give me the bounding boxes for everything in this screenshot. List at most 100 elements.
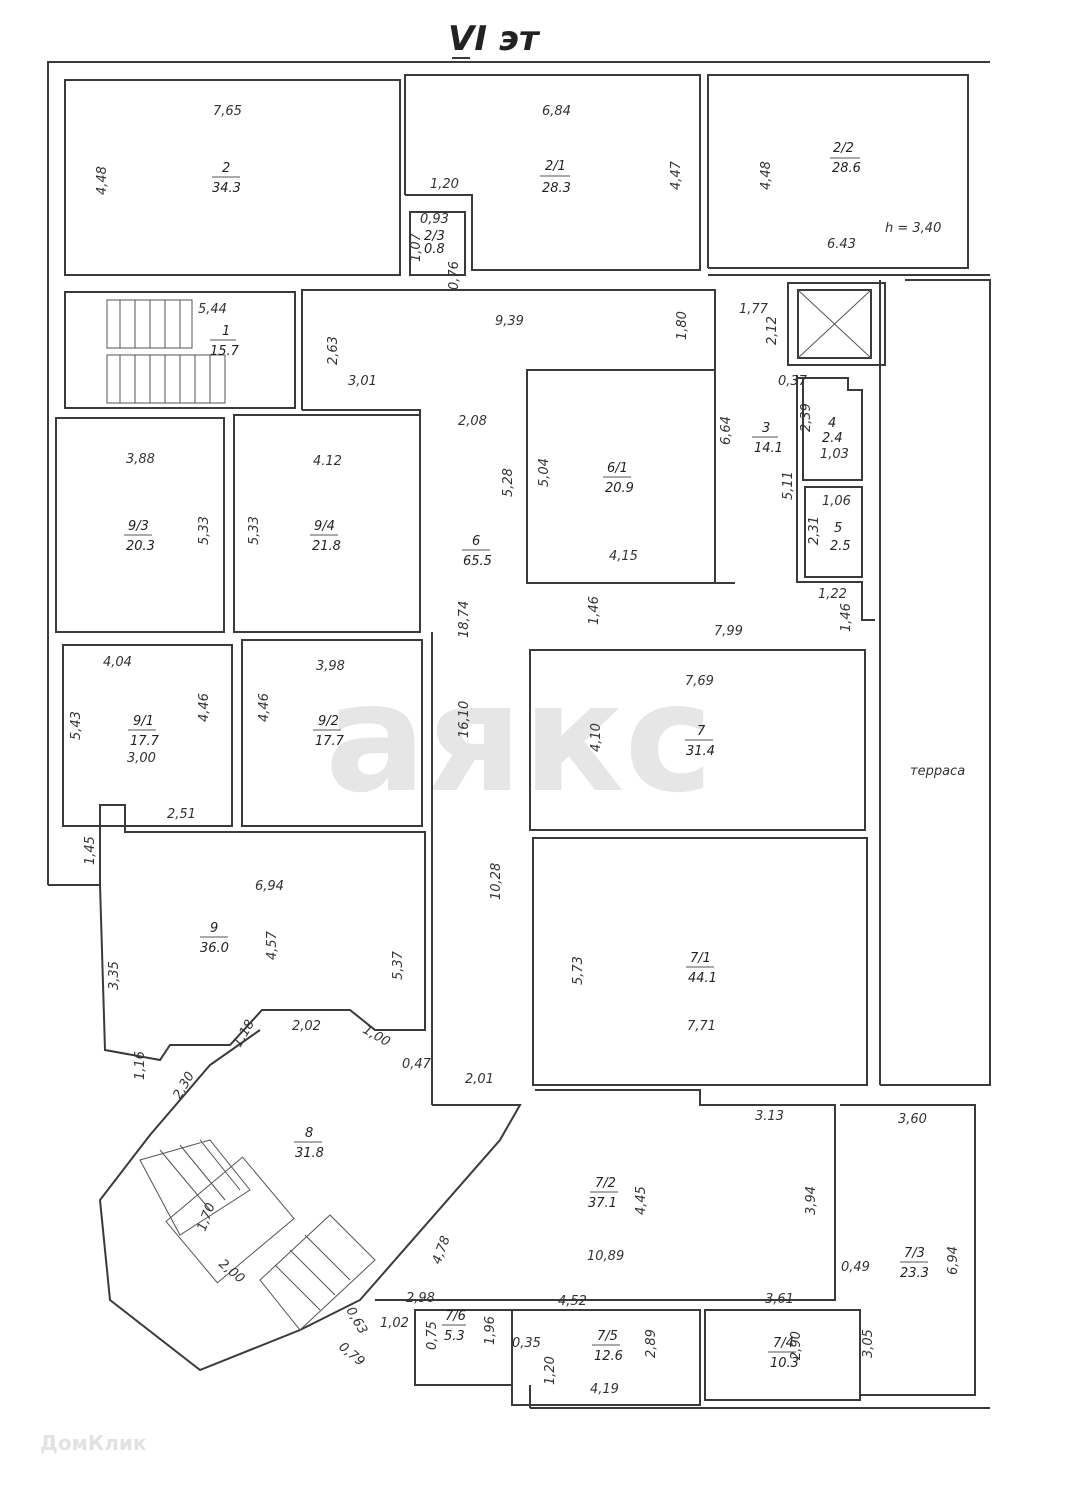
- room-number: 9/1: [133, 714, 154, 729]
- room-number: 7/2: [595, 1176, 616, 1191]
- room-9-4: 9/4 21.8: [310, 519, 341, 554]
- dimension-label: 1,96: [483, 1316, 498, 1345]
- room-area: 2.5: [830, 539, 851, 554]
- dimension-label: 18,74: [457, 601, 472, 638]
- room-6: 665.5: [462, 534, 492, 569]
- dimension-label: 0,49: [841, 1260, 870, 1275]
- dimension-label: 4,04: [103, 655, 132, 670]
- dimension-label: 6,94: [946, 1246, 961, 1275]
- room-3: 314.1: [752, 421, 783, 456]
- dimension-label: 0,76: [447, 261, 462, 290]
- dimension-label: 7,99: [714, 624, 743, 639]
- room-2-2: 2/228.6: [830, 141, 861, 176]
- stairs: [106, 299, 376, 1331]
- room-number: 7/3: [904, 1246, 925, 1261]
- dimension-label: 10,89: [587, 1249, 624, 1264]
- dimension-label: 5,73: [571, 956, 586, 985]
- room-area: 17.7: [130, 734, 160, 749]
- dimension-label: 5,43: [69, 711, 84, 740]
- watermark: аякс: [325, 652, 713, 826]
- dimension-label: 1,46: [587, 596, 602, 625]
- dimension-label: 7,69: [685, 674, 714, 689]
- room-area: 28.3: [542, 181, 571, 196]
- dimension-label: 4,57: [265, 930, 280, 960]
- room-number: 7/4: [773, 1336, 794, 1351]
- dimension-label: 4,45: [634, 1186, 649, 1215]
- dimension-label: 0,79: [335, 1340, 367, 1370]
- dimension-label: 2,12: [765, 316, 780, 345]
- dimension-label: 2,98: [406, 1291, 435, 1306]
- dimension-label: 2,89: [644, 1329, 659, 1358]
- dimension-label: 1,16: [133, 1051, 148, 1080]
- room-7-6: 7/65.3: [442, 1309, 466, 1344]
- dimension-label: 4,48: [95, 166, 110, 195]
- dimension-label: 7,71: [687, 1019, 716, 1034]
- room-7-1: 7/144.1: [686, 951, 717, 986]
- dimension-label: 4,78: [430, 1234, 454, 1266]
- dimension-labels: 7,65 4,48 6,84 4,47 1,20 4,48 6.43 0,93 …: [69, 104, 961, 1397]
- dimension-label: 5,33: [197, 516, 212, 545]
- room-number: 2/3: [424, 229, 445, 244]
- room-number: 2/2: [833, 141, 854, 156]
- dimension-label: 3.13: [755, 1109, 784, 1124]
- dimension-label: 4,52: [558, 1294, 587, 1309]
- dimension-label: 1,00: [360, 1022, 393, 1049]
- room-area: 23.3: [900, 1266, 929, 1281]
- room-7-5: 7/512.6: [592, 1329, 623, 1364]
- room-number: 6: [472, 534, 480, 549]
- room-2-3: 2/30.8: [424, 229, 445, 257]
- dimension-label: 4,46: [197, 693, 212, 722]
- room-7: 731.4: [685, 724, 715, 759]
- room-number: 9: [210, 921, 218, 936]
- floor-title: VI эт: [448, 19, 541, 59]
- dimension-label: 6,84: [542, 104, 571, 119]
- room-area: 5.3: [444, 1329, 465, 1344]
- room-number: 9/2: [318, 714, 339, 729]
- dimension-label: 4,10: [589, 723, 604, 752]
- dimension-label: 5,44: [198, 302, 227, 317]
- dimension-label: 0,63: [343, 1305, 370, 1338]
- dimension-label: 0,47: [402, 1057, 432, 1072]
- room-area: 21.8: [312, 539, 341, 554]
- dimension-label: 2,90: [789, 1331, 804, 1360]
- dimension-label: 16,10: [457, 701, 472, 738]
- dimension-label: 5,04: [537, 458, 552, 487]
- room-number: 2: [222, 161, 230, 176]
- dimension-label: 2,01: [465, 1072, 494, 1087]
- dimension-label: 0,37: [778, 374, 808, 389]
- dimension-label: 6.43: [827, 237, 856, 252]
- dimension-label: 4,15: [609, 549, 638, 564]
- room-number: 9/4: [314, 519, 335, 534]
- dimension-label: 5,11: [781, 471, 796, 500]
- dimension-label: 2,39: [799, 403, 814, 432]
- dimension-label: 3,94: [804, 1186, 819, 1215]
- dimension-label: 3,88: [126, 452, 155, 467]
- room-labels: 234.3 2/128.3 2/228.6 2/30.8 115.7 314.1…: [124, 141, 929, 1371]
- room-number: 7: [697, 724, 706, 739]
- dimension-label: 4.12: [313, 454, 342, 469]
- room-7-3: 7/3 23.3: [900, 1246, 929, 1281]
- dimension-label: 3,98: [316, 659, 345, 674]
- dimension-label: 2,08: [458, 414, 487, 429]
- dimension-label: 1,03: [820, 447, 849, 462]
- dimension-label: 6,94: [255, 879, 284, 894]
- room-number: 1: [222, 324, 230, 339]
- dimension-label: 2,00: [215, 1257, 247, 1287]
- dimension-label: 7,65: [213, 104, 242, 119]
- dimension-label: 1,02: [380, 1316, 409, 1331]
- dimension-label: 3,00: [127, 751, 156, 766]
- room-area: 15.7: [210, 344, 240, 359]
- dimension-label: 4,46: [257, 693, 272, 722]
- dimension-label: 1,46: [839, 603, 854, 632]
- room-5: 52.5: [830, 521, 851, 554]
- room-7-2: 7/237.1: [588, 1176, 618, 1211]
- room-number: 7/6: [445, 1309, 466, 1324]
- dimension-label: 1,77: [739, 302, 769, 317]
- room-area: 20.9: [605, 481, 634, 496]
- dimension-label: 1,20: [430, 177, 459, 192]
- dimension-label: 0,35: [512, 1336, 541, 1351]
- dimension-label: 5,37: [391, 950, 406, 980]
- room-7-4: 7/410.3: [768, 1336, 799, 1371]
- room-1: 115.7: [210, 324, 240, 359]
- dimension-label: 2,51: [167, 807, 196, 822]
